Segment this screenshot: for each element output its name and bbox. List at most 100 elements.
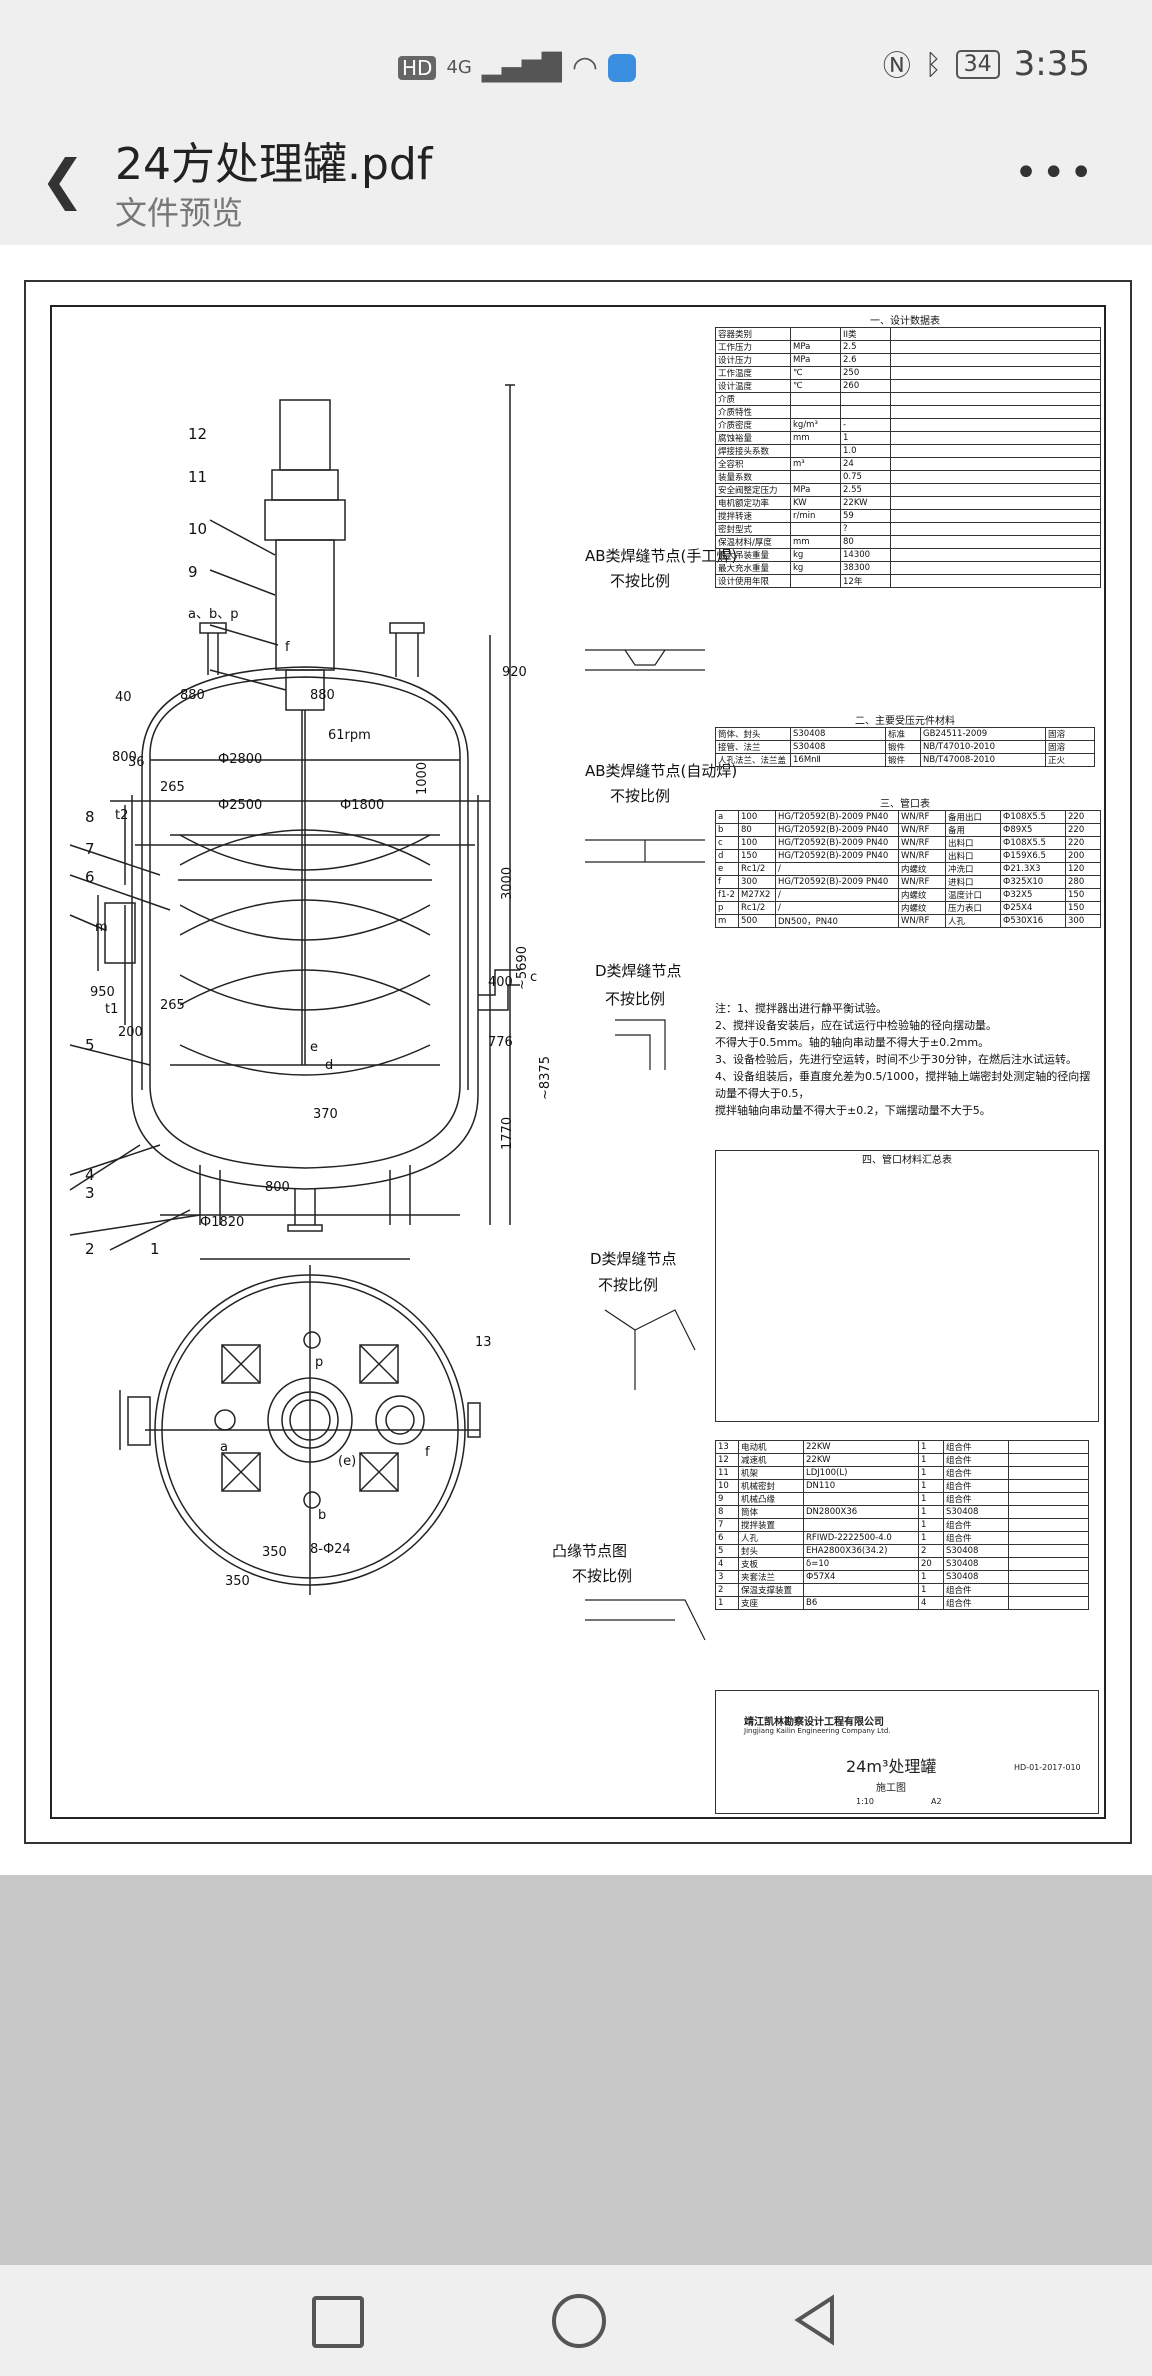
design-cell: 容器类别 <box>715 327 791 341</box>
design-cell: 80 <box>840 535 891 549</box>
material-cell: 固溶 <box>1045 727 1095 741</box>
design-cell: 密封型式 <box>715 522 791 536</box>
nozzle-cell: DN500，PN40 <box>775 914 899 928</box>
back-button[interactable] <box>790 2292 840 2348</box>
nozzle-cell: 出料口 <box>945 849 1001 863</box>
drawing-title: 24m³处理罐 <box>846 1757 937 1776</box>
material-cell: 锻件 <box>885 740 921 754</box>
nozzle-cell: Ф159X6.5 <box>1000 849 1066 863</box>
parts-cell: 1 <box>918 1531 944 1545</box>
nozzle-cell: f1-2 <box>715 888 739 902</box>
material-cell: S30408 <box>790 727 886 741</box>
design-cell <box>790 444 841 458</box>
note-line: 3、设备检验后，先进行空运转，时间不少于30分钟，在燃后注水试运转。 <box>715 1053 1077 1066</box>
parts-cell: S30408 <box>943 1544 1009 1558</box>
nozzle-cell: 冲洗口 <box>945 862 1001 876</box>
design-cell <box>890 405 1101 419</box>
design-cell <box>890 561 1101 575</box>
design-cell <box>840 405 891 419</box>
material-cell: 16MnⅡ <box>790 753 886 767</box>
wifi-icon: ◠ <box>571 50 599 85</box>
parts-cell <box>803 1518 919 1532</box>
parts-cell: 搅拌装置 <box>738 1518 804 1532</box>
design-cell: 14300 <box>840 548 891 562</box>
design-cell: MPa <box>790 340 841 354</box>
app-notification-icon <box>608 53 637 82</box>
parts-cell: 1 <box>918 1479 944 1493</box>
design-cell <box>790 574 841 588</box>
plan-label-a: a <box>220 1440 228 1455</box>
parts-cell: 4 <box>715 1557 739 1571</box>
detail-scale-2: 不按比例 <box>610 787 671 805</box>
design-cell <box>890 509 1101 523</box>
nozzle-cell: p <box>715 901 739 915</box>
hd-badge: HD <box>398 55 437 80</box>
parts-cell: 支座 <box>738 1596 804 1610</box>
parts-cell: LDJ100(L) <box>803 1466 919 1480</box>
recent-apps-button[interactable] <box>312 2296 364 2348</box>
parts-cell: S30408 <box>943 1505 1009 1519</box>
design-cell: 装量系数 <box>715 470 791 484</box>
design-cell <box>790 392 841 406</box>
parts-cell: 组合件 <box>943 1583 1009 1597</box>
dim-8-24: 8-Ф24 <box>310 1542 351 1557</box>
design-cell: 电机额定功率 <box>715 496 791 510</box>
parts-cell: 组合件 <box>943 1596 1009 1610</box>
parts-cell <box>1008 1479 1089 1493</box>
parts-cell: 电动机 <box>738 1440 804 1454</box>
parts-cell <box>1008 1531 1089 1545</box>
design-cell: 250 <box>840 366 891 380</box>
dim-40: 40 <box>115 690 132 705</box>
nozzle-cell: b <box>715 823 739 837</box>
parts-cell <box>1008 1557 1089 1571</box>
nfc-icon: Ⓝ <box>882 49 911 82</box>
nozzle-label-abp: a、b、p <box>188 607 239 622</box>
note-line: 搅拌轴轴向串动量不得大于±0.2，下端摆动量不大于5。 <box>715 1104 991 1117</box>
parts-cell: 1 <box>918 1492 944 1506</box>
design-cell <box>890 574 1101 588</box>
dim-880-right: 880 <box>310 688 335 703</box>
part-6: 6 <box>85 868 95 886</box>
design-cell <box>790 405 841 419</box>
nozzle-cell: HG/T20592(B)-2009 PN40 <box>775 810 899 824</box>
parts-cell: 22KW <box>803 1440 919 1454</box>
nozzle-label-m: m <box>95 920 108 935</box>
nozzle-material-summary: 四、管口材料汇总表 <box>715 1150 1099 1422</box>
status-right: Ⓝ ᛒ 34 3:35 <box>883 44 1090 84</box>
detail-scale-5: 不按比例 <box>572 1567 633 1585</box>
nozzle-cell: WN/RF <box>898 836 946 850</box>
nozzle-cell: HG/T20592(B)-2009 PN40 <box>775 875 899 889</box>
dim-800: 800 <box>112 750 137 765</box>
design-cell: 1 <box>840 431 891 445</box>
nozzle-cell: a <box>715 810 739 824</box>
nozzle-cell: 压力表口 <box>945 901 1001 915</box>
design-cell <box>890 366 1101 380</box>
parts-cell: 11 <box>715 1466 739 1480</box>
material-cell: S30408 <box>790 740 886 754</box>
nozzle-cell: WN/RF <box>898 810 946 824</box>
detail-scale-4: 不按比例 <box>598 1276 659 1294</box>
material-cell: 锻件 <box>885 753 921 767</box>
parts-cell <box>1008 1596 1089 1610</box>
parts-cell: 1 <box>918 1505 944 1519</box>
parts-cell: 22KW <box>803 1453 919 1467</box>
more-options-icon[interactable]: ••• <box>1014 150 1097 196</box>
parts-table-title: 四、管口材料汇总表 <box>862 1155 952 1166</box>
design-cell: 2.55 <box>840 483 891 497</box>
parts-cell <box>1008 1518 1089 1532</box>
nozzle-cell: 120 <box>1065 862 1101 876</box>
design-cell: 保温材料/厚度 <box>715 535 791 549</box>
design-cell <box>890 496 1101 510</box>
part-10: 10 <box>188 520 208 538</box>
network-type: 4G <box>446 57 472 78</box>
plan-label-f: f <box>425 1445 430 1460</box>
parts-cell <box>1008 1466 1089 1480</box>
parts-cell <box>1008 1492 1089 1506</box>
nozzle-cell: / <box>775 862 899 876</box>
home-button[interactable] <box>552 2294 606 2348</box>
plan-label-b: b <box>318 1508 327 1523</box>
design-cell: - <box>840 418 891 432</box>
back-arrow-icon[interactable]: ❮ <box>40 148 86 211</box>
drawing-number: HD-01-2017-010 <box>1014 1763 1081 1772</box>
nozzle-cell: Ф21.3X3 <box>1000 862 1066 876</box>
